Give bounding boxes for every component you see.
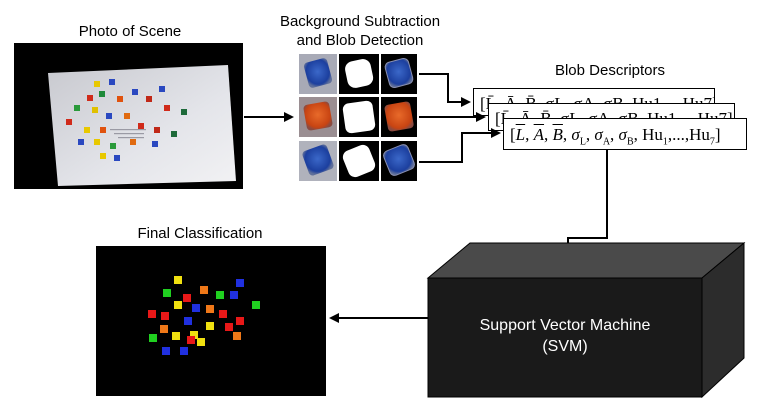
arrow-blob1-to-descriptor <box>419 73 471 107</box>
photo-of-scene-label: Photo of Scene <box>78 23 182 40</box>
background-subtraction-label: Background Subtraction and Blob Detectio… <box>255 12 465 50</box>
svm-label-line1: Support Vector Machine <box>479 317 651 334</box>
arrow-blob3-to-descriptor <box>419 128 501 163</box>
descriptor-formula-front: [L, A, B, σL, σA, σB, Hu1,...,Hu7] <box>510 125 721 148</box>
blob-descriptors-label: Blob Descriptors <box>554 62 666 79</box>
svm-label-line2: (SVM) <box>542 338 588 355</box>
descriptor-box-front: [L, A, B, σL, σA, σB, Hu1,...,Hu7] <box>503 118 747 150</box>
paper-text-marks <box>110 129 146 139</box>
background-subtraction-line2: and Blob Detection <box>296 32 424 49</box>
scene-photo <box>14 43 243 189</box>
final-classification-image <box>96 246 326 396</box>
final-classification-label: Final Classification <box>137 225 263 242</box>
scene-photo-graphic <box>48 65 236 186</box>
svm-box-front <box>427 277 703 398</box>
scene-cubes <box>66 79 187 161</box>
svm-box-top <box>426 242 746 279</box>
classified-blobs <box>148 276 260 355</box>
background-subtraction-line1: Background Subtraction <box>279 13 441 30</box>
svm-label: Support Vector Machine (SVM) <box>428 315 702 357</box>
svm-box <box>426 241 746 399</box>
